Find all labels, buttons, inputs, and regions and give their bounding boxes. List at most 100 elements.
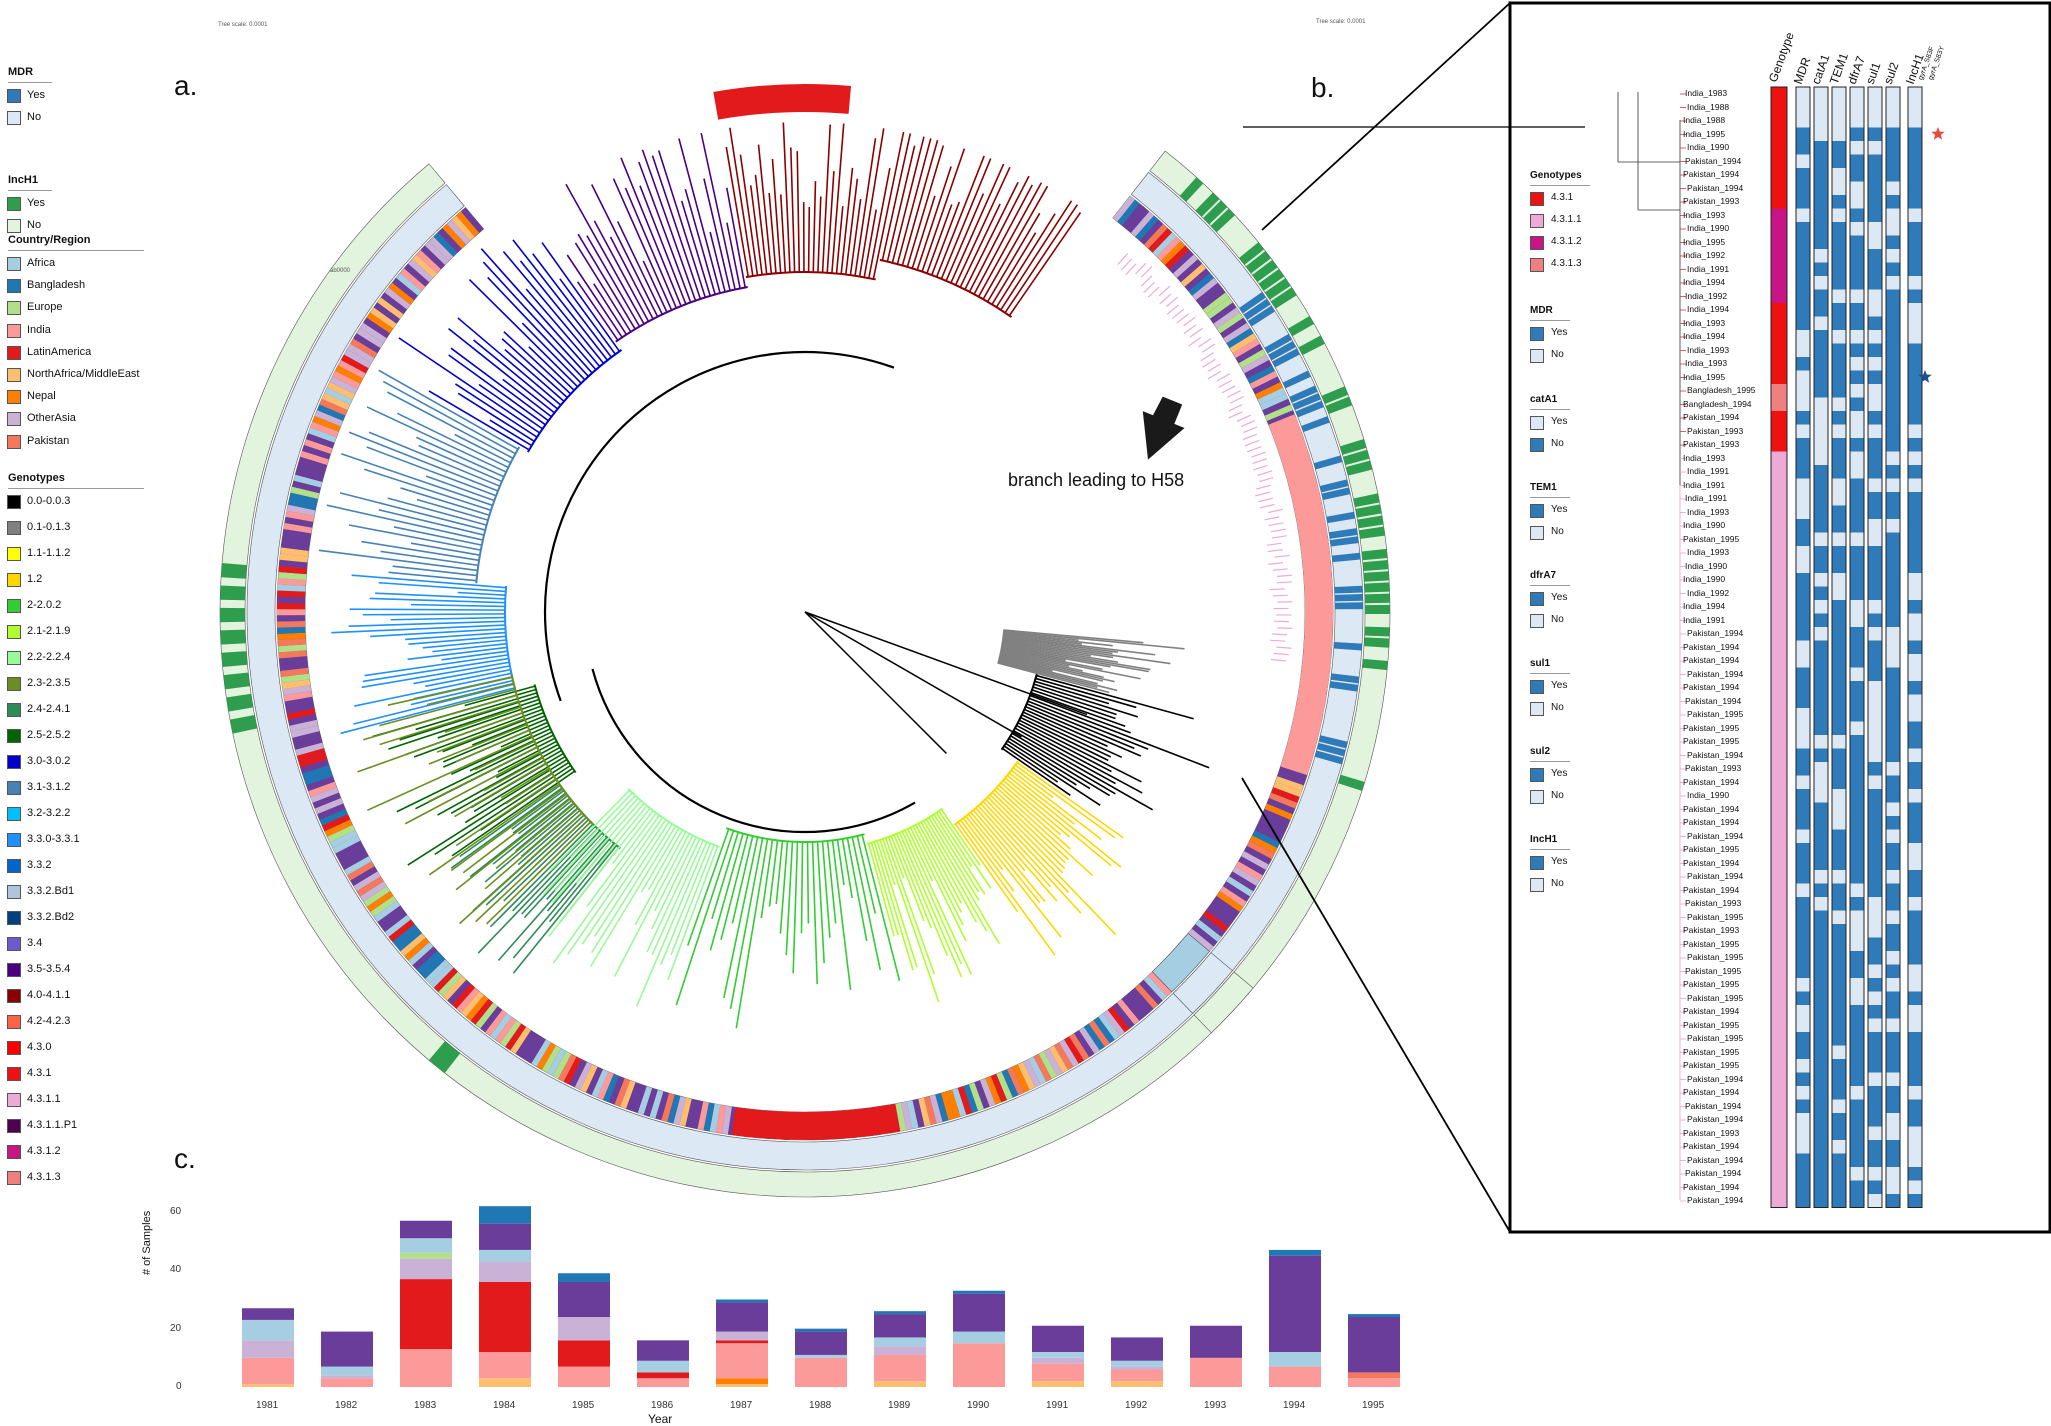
heat-cell (1868, 303, 1882, 317)
heat-cell (1796, 843, 1810, 857)
legend-swatch (7, 368, 21, 382)
heat-cell (1868, 803, 1882, 817)
heat-cell (1796, 1140, 1810, 1154)
tree-clade-arc (528, 350, 622, 452)
heat-cell (1796, 1032, 1810, 1046)
tip-label: India_1991 (1687, 264, 1729, 274)
inch1-segment (220, 608, 245, 622)
tip-label: Pakistan_1994 (1685, 156, 1741, 166)
heat-cell (1886, 168, 1900, 182)
legend-swatch (7, 937, 21, 951)
bar-segment (479, 1378, 531, 1387)
heat-cell (1796, 141, 1810, 155)
x-tick-label: 1983 (414, 1400, 436, 1411)
heat-cell (1796, 911, 1810, 925)
heat-cell (1850, 1140, 1864, 1154)
heat-cell (1814, 587, 1828, 601)
heat-cell (1814, 519, 1828, 533)
heat-cell (1832, 816, 1846, 830)
country-segment (277, 621, 305, 628)
h58-annotation: branch leading to H58 (1008, 470, 1184, 491)
heat-cell (1814, 681, 1828, 695)
tip-label: India_1994 (1683, 601, 1725, 611)
legend-label: OtherAsia (27, 412, 76, 424)
heat-cell-genotype (1771, 560, 1787, 574)
heat-cell (1908, 965, 1922, 979)
legend-label: 3.3.2 (27, 859, 51, 871)
bar-segment (1111, 1367, 1163, 1370)
heat-cell (1868, 101, 1882, 115)
heat-cell (1796, 1154, 1810, 1168)
heat-cell (1908, 128, 1922, 142)
tip-label: Pakistan_1994 (1685, 1168, 1741, 1178)
heat-cell (1850, 938, 1864, 952)
heat-cell (1886, 884, 1900, 898)
inset-legend-swatch (1530, 878, 1544, 892)
x-tick-label: 1992 (1125, 1400, 1147, 1411)
legend-swatch (7, 729, 21, 743)
heat-cell (1796, 452, 1810, 466)
inset-legend-label: No (1551, 614, 1564, 625)
legend-label: 1.2 (27, 573, 42, 585)
heat-cell (1814, 884, 1828, 898)
heat-cell (1850, 101, 1864, 115)
heat-cell (1868, 654, 1882, 668)
heat-cell (1814, 695, 1828, 709)
tree-branch (1118, 253, 1128, 264)
heat-cell (1814, 465, 1828, 479)
heat-cell (1850, 141, 1864, 155)
legend-label: Bangladesh (27, 279, 85, 291)
heat-cell (1908, 357, 1922, 371)
heat-cell (1886, 1181, 1900, 1195)
tree-branch (1273, 595, 1288, 596)
heat-cell (1886, 1073, 1900, 1087)
heat-cell (1796, 209, 1810, 223)
legend-swatch (7, 989, 21, 1003)
heat-cell (1886, 357, 1900, 371)
legend-label: 2-2.0.2 (27, 599, 61, 611)
inset-legend-title-mdr: MDR (1530, 305, 1553, 316)
heat-cell (1868, 722, 1882, 736)
heat-cell (1832, 438, 1846, 452)
heat-cell (1908, 465, 1922, 479)
heat-cell (1908, 803, 1922, 817)
bar-segment (558, 1367, 610, 1387)
heat-cell-genotype (1771, 735, 1787, 749)
tree-branch (1009, 212, 1080, 315)
star-icon (1931, 127, 1944, 140)
heat-cell (1832, 735, 1846, 749)
heat-cell (1868, 776, 1882, 790)
heat-cell (1868, 749, 1882, 763)
tree-branch (1160, 294, 1171, 304)
heat-cell (1868, 1100, 1882, 1114)
heat-cell (1886, 209, 1900, 223)
heat-cell (1814, 357, 1828, 371)
heat-cell (1850, 546, 1864, 560)
heat-cell (1796, 681, 1810, 695)
heat-cell (1832, 897, 1846, 911)
heat-cell (1796, 1100, 1810, 1114)
tip-label: Pakistan_1995 (1683, 1020, 1739, 1030)
bar-segment (400, 1253, 452, 1259)
tip-label: India_1990 (1687, 223, 1729, 233)
heat-cell (1850, 695, 1864, 709)
heat-cell (1908, 857, 1922, 871)
metadata-rings (220, 84, 1390, 1197)
heat-cell-genotype (1771, 816, 1787, 830)
tip-label: India_1994 (1683, 331, 1725, 341)
tip-label: India_1993 (1687, 507, 1729, 517)
heat-cell (1868, 857, 1882, 871)
tip-label: India_1995 (1683, 129, 1725, 139)
heat-cell (1814, 924, 1828, 938)
tree-branch (1270, 589, 1285, 590)
heat-cell (1850, 600, 1864, 614)
heat-cell (1796, 870, 1810, 884)
tip-label: India_1993 (1687, 547, 1729, 557)
legend-label: 3.1-3.1.2 (27, 781, 70, 793)
heat-cell (1908, 749, 1922, 763)
heat-cell (1832, 506, 1846, 520)
tree-branch (1188, 338, 1200, 347)
tree-branch (1144, 282, 1155, 292)
inset-legend-swatch (1530, 192, 1544, 206)
heat-cell (1886, 155, 1900, 169)
